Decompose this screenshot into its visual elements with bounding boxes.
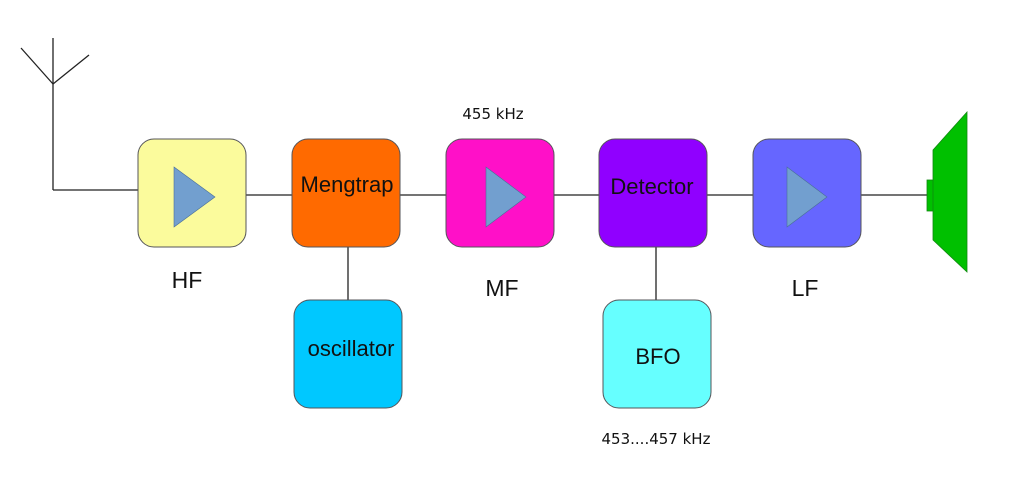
detector-block: Detector [598,138,708,248]
mf-block [445,138,555,248]
speaker-icon [926,110,968,273]
bfo-frequency-label: 453....457 kHz [602,430,711,448]
lf-label: LF [792,275,819,301]
amplifier-triangle-icon [786,166,828,228]
detector-box [598,138,708,248]
oscillator-label: oscillator [308,336,395,361]
bfo-box [602,299,712,409]
amplifier-triangle-icon [485,166,527,228]
antenna-icon [20,38,90,190]
mf-label: MF [485,275,518,301]
oscillator-box [293,299,403,409]
detector-label: Detector [610,174,693,199]
mf-frequency-label: 455 kHz [462,105,523,123]
hf-block [137,138,247,248]
mixer-box [291,138,401,248]
bfo-block: BFO [602,299,712,409]
mixer-block: Mengtrap [291,138,401,248]
bfo-label: BFO [635,344,680,369]
lf-block [752,138,862,248]
hf-label: HF [172,267,203,293]
mixer-label: Mengtrap [301,172,394,197]
signal-wires [53,189,927,300]
oscillator-block: oscillator [293,299,403,409]
amplifier-triangle-icon [173,166,216,228]
